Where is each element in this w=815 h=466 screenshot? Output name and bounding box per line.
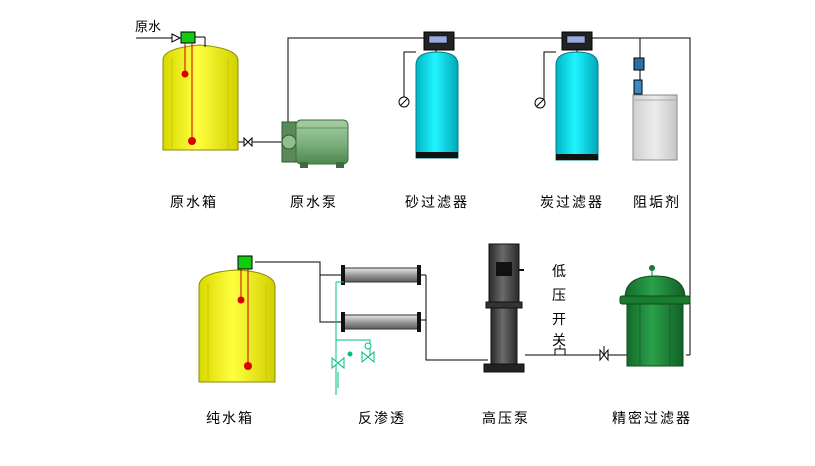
label-low-pressure-switch-4: 关 [552,333,568,349]
low-pressure-switch-icon [554,348,566,356]
ro-membrane-top [341,265,421,285]
dosing-pump-icon [633,57,645,71]
inlet-arrow-icon [171,33,182,43]
precision-filter [619,265,691,367]
label-low-pressure-switch-2: 压 [552,288,568,304]
pressure-gauge-icon [398,96,410,108]
label-low-pressure-switch-3: 开 [552,312,568,328]
ro-membrane-bottom [341,312,421,332]
label-low-pressure-switch-1: 低 [552,264,568,280]
component-labels: 原水箱 原水泵 砂过滤器 炭过滤器 阻垢剂 纯水箱 反渗透 高压泵 精密过滤器 … [170,195,692,427]
label-raw-pump: 原水泵 [290,195,338,211]
raw-water-inlet: 原水 [135,20,182,43]
level-sensor-icon [180,31,206,145]
inlet-label: 原水 [135,20,161,35]
label-high-pressure-pump: 高压泵 [482,410,530,427]
label-carbon-filter: 炭过滤器 [540,195,604,211]
high-pressure-pump [483,243,525,373]
label-sand-filter: 砂过滤器 [405,195,469,211]
reverse-osmosis-unit [331,265,421,395]
raw-water-pump [281,119,349,168]
label-antiscalant: 阻垢剂 [633,195,681,211]
carbon-filter [534,31,599,161]
label-pure-tank: 纯水箱 [206,411,254,427]
sand-filter [398,31,459,159]
label-reverse-osmosis: 反渗透 [358,411,406,427]
label-raw-tank: 原水箱 [170,195,218,211]
level-sensor-icon [237,255,253,370]
antiscalant-doser [632,57,678,161]
raw-water-tank [162,31,239,151]
check-valve-icon [599,346,609,362]
label-precision-filter: 精密过滤器 [612,410,692,427]
gate-valve-icon [243,136,253,148]
pressure-gauge-icon [534,97,546,109]
ro-valve-assembly [331,281,375,395]
pure-water-tank [198,255,276,383]
